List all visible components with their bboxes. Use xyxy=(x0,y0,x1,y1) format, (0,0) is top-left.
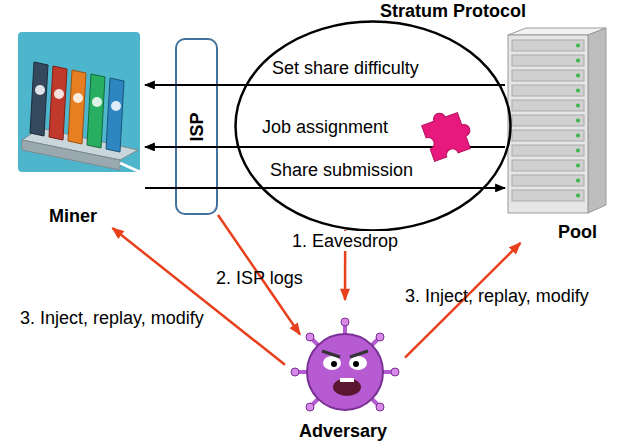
server-slot xyxy=(512,70,584,81)
coin-mark xyxy=(35,85,45,95)
server-light xyxy=(576,89,580,93)
server-slot xyxy=(512,115,584,126)
gpu-card xyxy=(87,74,105,148)
miner-illustration xyxy=(18,32,140,172)
miner-node: Miner xyxy=(15,28,145,228)
server-light xyxy=(576,74,580,78)
coin-mark xyxy=(92,97,102,107)
virus-eye xyxy=(323,356,341,370)
virus-tip xyxy=(376,333,384,341)
virus-brow xyxy=(322,351,340,357)
virus-teeth xyxy=(340,378,354,382)
virus-mouth xyxy=(333,378,361,396)
miner-background xyxy=(18,32,140,172)
virus-eye xyxy=(349,356,367,370)
node-label: Adversary xyxy=(299,421,387,441)
server-light xyxy=(576,134,580,138)
coin-mark xyxy=(54,89,64,99)
virus-tip xyxy=(341,318,349,326)
rig-cable xyxy=(120,163,140,172)
server-slot xyxy=(512,55,584,66)
virus-brow xyxy=(350,351,368,357)
server-slots xyxy=(512,40,584,201)
server-slot xyxy=(512,100,584,111)
edge-label: Set share difficulty xyxy=(272,58,419,78)
edge-label: 1. Eavesdrop xyxy=(292,231,398,251)
server-light xyxy=(576,44,580,48)
server-side xyxy=(588,28,606,213)
server-light xyxy=(576,104,580,108)
gpu-card xyxy=(106,78,124,152)
node-label: Stratum Protocol xyxy=(380,1,526,21)
virus-illustration xyxy=(291,318,399,411)
virus-tip xyxy=(306,333,314,341)
server-light xyxy=(576,119,580,123)
edge-label: Job assignment xyxy=(262,117,388,137)
virus-tip xyxy=(391,368,399,376)
connector-arrow xyxy=(113,228,286,365)
server-slot xyxy=(512,40,584,51)
server-slot xyxy=(512,160,584,171)
node-label: ISP xyxy=(187,112,207,141)
gpu-card xyxy=(49,66,67,140)
coin-mark xyxy=(111,101,121,111)
server-illustration xyxy=(508,28,606,213)
server-slot xyxy=(512,145,584,156)
server-light xyxy=(576,164,580,168)
virus-pupil xyxy=(331,361,337,367)
virus-body xyxy=(307,334,383,410)
server-slot xyxy=(512,85,584,96)
server-light xyxy=(576,59,580,63)
edge-label: 3. Inject, replay, modify xyxy=(405,286,589,306)
gpu-card xyxy=(68,70,86,144)
virus-tip xyxy=(376,403,384,411)
server-slot xyxy=(512,175,584,186)
server-light xyxy=(576,179,580,183)
virus-pupil xyxy=(353,361,359,367)
server-light xyxy=(576,149,580,153)
virus-tip xyxy=(291,368,299,376)
pool-node: Pool xyxy=(505,28,615,243)
adversary-node: Adversary xyxy=(285,300,410,444)
coin-mark xyxy=(73,93,83,103)
connector-arrow xyxy=(145,84,505,86)
puzzle-piece xyxy=(420,105,476,161)
edge-label: 2. ISP logs xyxy=(216,268,303,288)
server-front xyxy=(508,35,588,213)
edge-label: 3. Inject, replay, modify xyxy=(20,308,204,328)
ellipse-shape xyxy=(236,22,511,231)
node-label: Miner xyxy=(49,206,97,226)
connector-arrow xyxy=(145,187,505,189)
node-label: Pool xyxy=(558,222,597,242)
server-light xyxy=(576,194,580,198)
virus-tip xyxy=(306,403,314,411)
gpu-card xyxy=(30,62,48,136)
server-slot xyxy=(512,130,584,141)
virus-spike-tips xyxy=(291,318,399,411)
edge-label: Share submission xyxy=(270,160,413,180)
server-lights xyxy=(576,44,580,198)
server-slot xyxy=(512,190,584,201)
rig-front xyxy=(22,140,120,170)
